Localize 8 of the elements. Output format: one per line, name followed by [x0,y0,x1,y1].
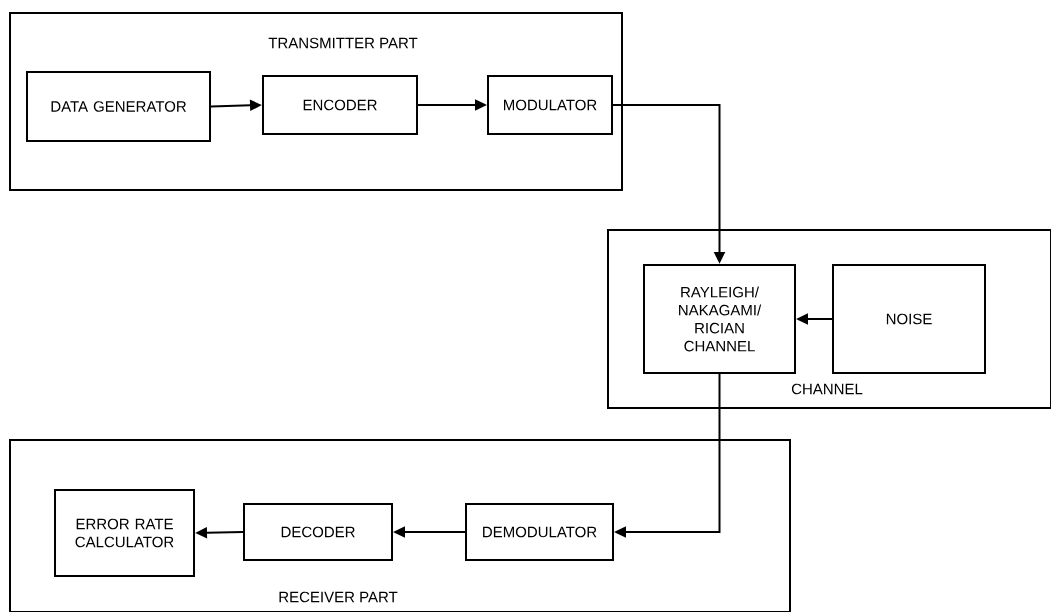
process-box: MODULATOR [487,75,613,135]
process-box: DEMODULATOR [465,503,614,561]
process-box: DATA GENERATOR [26,71,211,142]
process-box: DECODER [243,503,393,561]
process-box: RAYLEIGH/ NAKAGAMI/ RICIAN CHANNEL [643,264,796,374]
process-box: ENCODER [262,75,418,135]
process-box: ERROR RATE CALCULATOR [54,489,195,577]
process-box: NOISE [832,264,986,374]
